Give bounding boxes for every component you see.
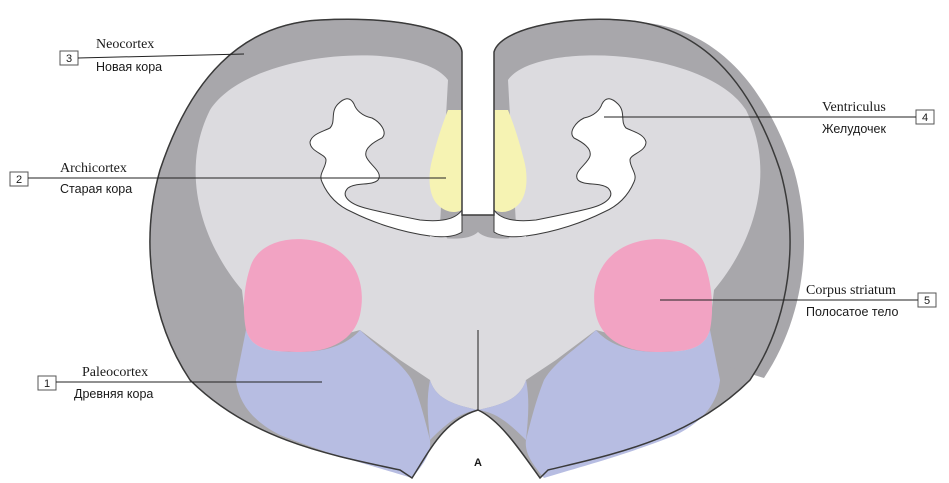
right-hemisphere [494, 21, 804, 478]
label-corpus-striatum-latin: Corpus striatum [806, 283, 896, 298]
label-archicortex-number: 2 [16, 174, 22, 186]
label-paleocortex-russian: Древняя кора [74, 387, 153, 401]
label-corpus-striatum-russian: Полосатое тело [806, 305, 898, 319]
panel-label: A [474, 457, 482, 469]
label-neocortex-leader [78, 54, 244, 58]
label-neocortex-russian: Новая кора [96, 60, 162, 74]
label-archicortex-latin: Archicortex [60, 161, 127, 176]
label-corpus-striatum-number: 5 [924, 295, 930, 307]
label-ventriculus-number: 4 [922, 112, 928, 124]
label-ventriculus-russian: Желудочек [822, 122, 886, 136]
midline-ventricle-channel [462, 52, 494, 215]
label-neocortex-number: 3 [66, 53, 72, 65]
label-ventriculus-latin: Ventriculus [822, 100, 886, 115]
label-archicortex-russian: Старая кора [60, 182, 132, 196]
label-neocortex-latin: Neocortex [96, 37, 154, 52]
left-corpus-striatum [244, 239, 362, 352]
label-paleocortex-latin: Paleocortex [82, 365, 148, 380]
label-paleocortex-number: 1 [44, 378, 50, 390]
right-corpus-striatum [594, 239, 712, 352]
